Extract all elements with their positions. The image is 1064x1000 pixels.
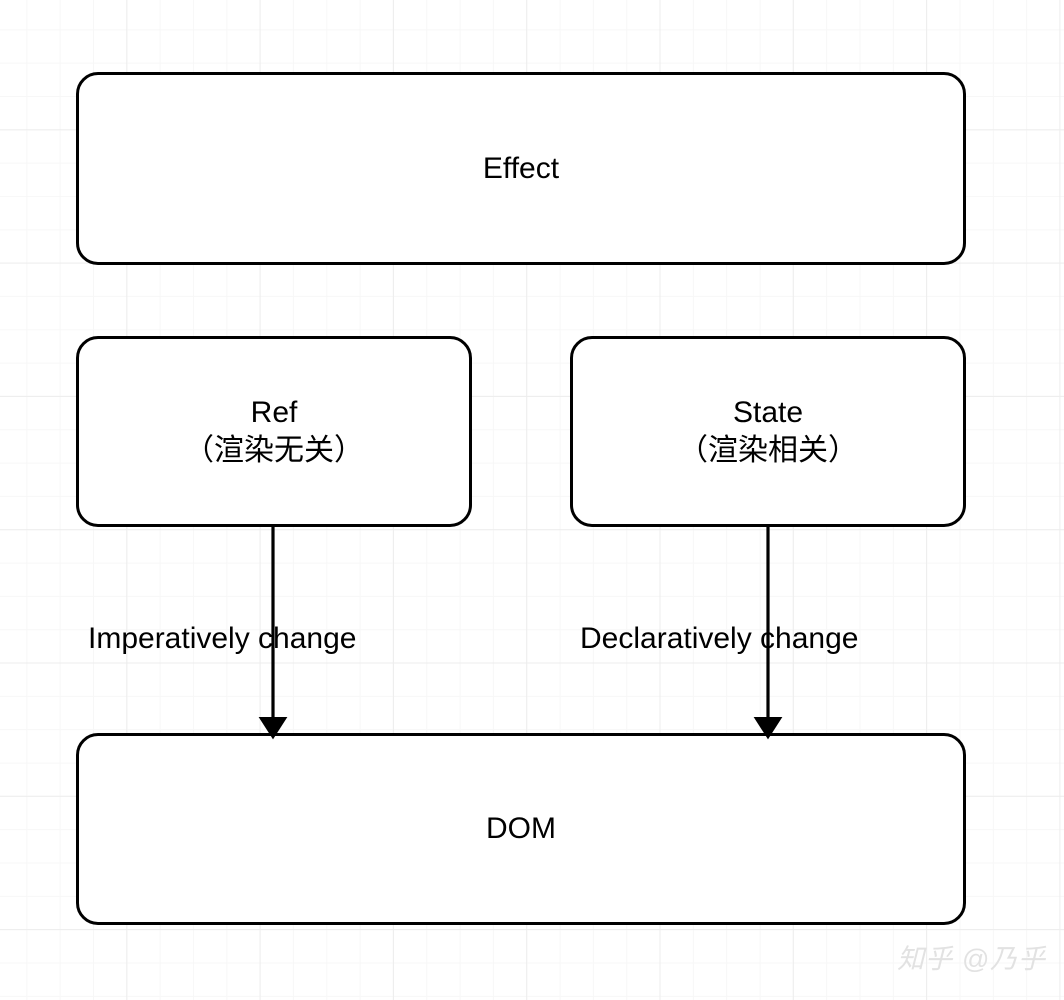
node-state-subtitle: （渲染相关）: [678, 433, 858, 467]
node-ref-title: Ref: [250, 396, 298, 429]
node-effect-title: Effect: [482, 151, 560, 185]
node-ref[interactable]: Ref （渲染无关）: [76, 336, 472, 527]
edge-label-imperatively-change: Imperatively change: [88, 622, 357, 655]
node-effect[interactable]: Effect: [76, 72, 966, 265]
edge-label-declaratively-change: Declaratively change: [580, 622, 859, 655]
watermark: 知乎 @乃乎: [897, 944, 1046, 974]
node-dom-title: DOM: [486, 812, 556, 846]
node-state-title: State: [732, 396, 804, 429]
node-state[interactable]: State （渲染相关）: [570, 336, 966, 527]
node-ref-subtitle: （渲染无关）: [184, 433, 364, 467]
node-dom[interactable]: DOM: [76, 733, 966, 925]
